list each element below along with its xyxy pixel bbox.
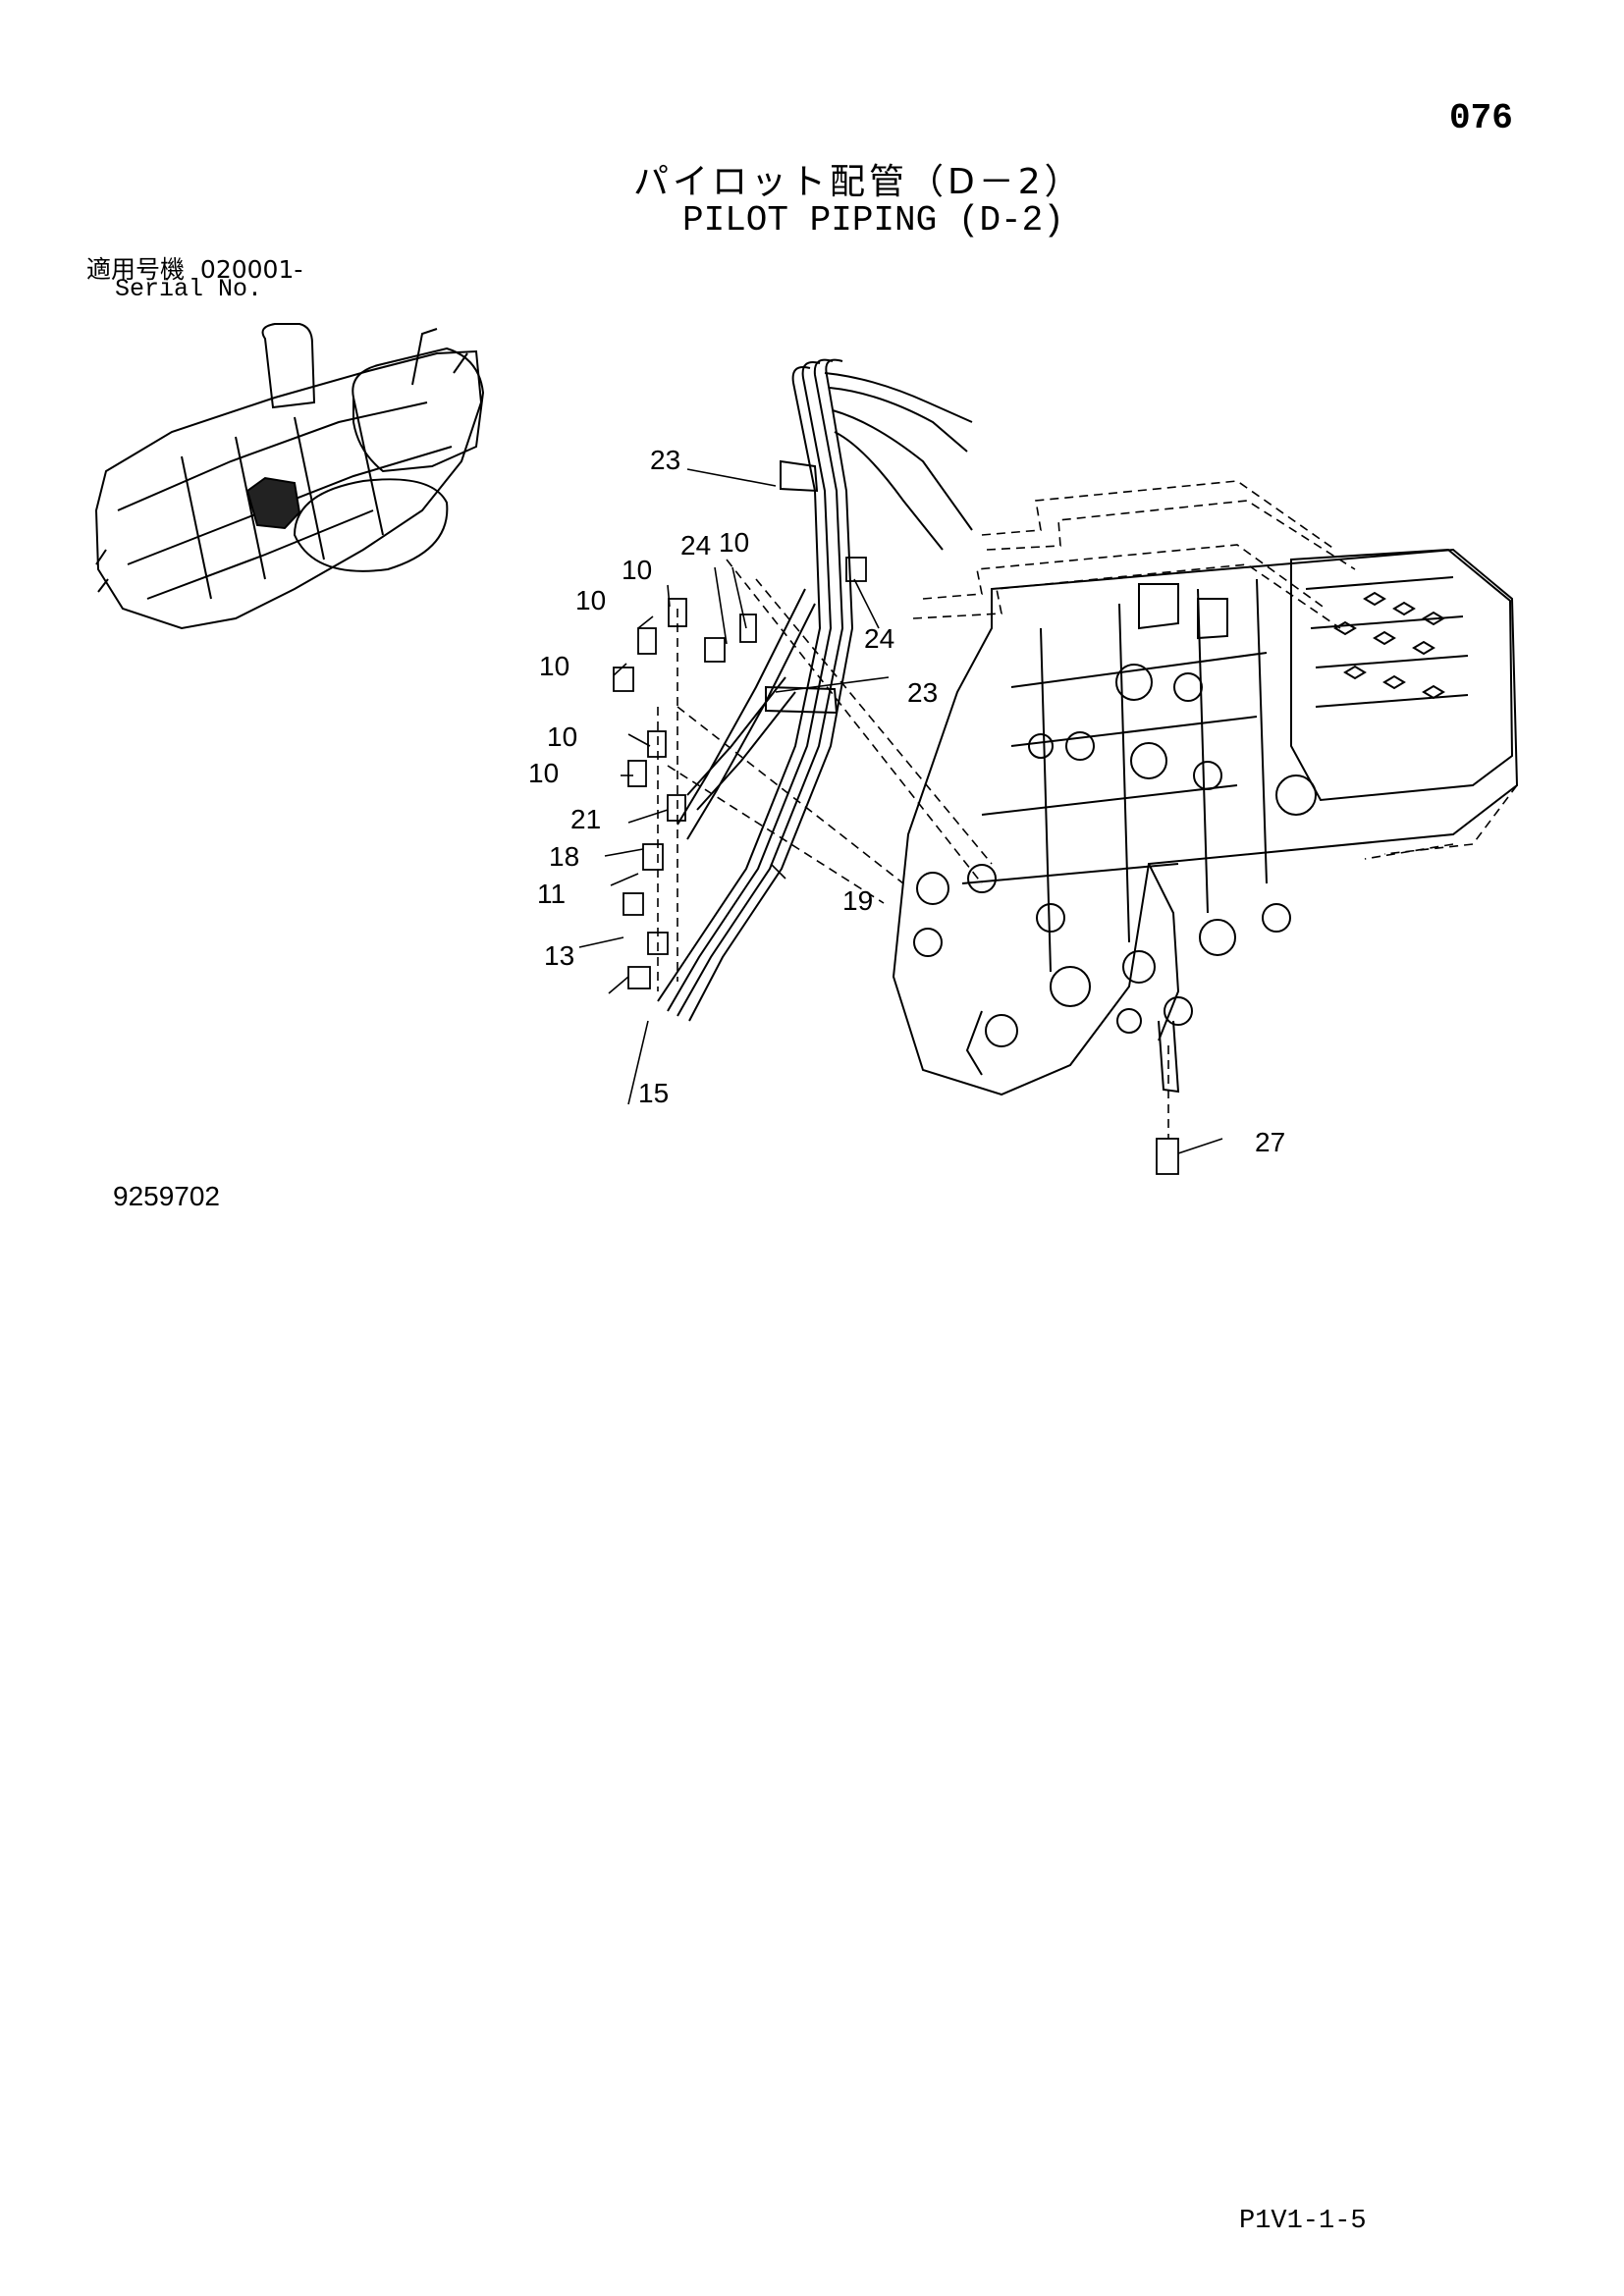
control-valve-assembly	[892, 548, 1519, 1096]
callout-label: 10	[539, 651, 569, 681]
callout-label: 15	[638, 1078, 669, 1108]
callout-label: 19	[842, 885, 873, 916]
page-number: 076	[1449, 98, 1513, 138]
page-title-japanese: パイロット配管（D－2）	[633, 162, 1084, 202]
fittings	[613, 557, 1179, 1175]
callout-label: 10	[528, 758, 559, 788]
callout-label: 24	[680, 530, 711, 561]
callout-label: 10	[575, 585, 606, 615]
callout-numbers: 23 24 10 10 10 24 10 23 10 10 21 18 11 1…	[528, 445, 1285, 1157]
page-reference: P1V1-1-5	[1239, 2207, 1367, 2236]
callout-label: 21	[570, 804, 601, 834]
serial-line: 適用号機 020001-	[86, 250, 302, 286]
callout-label: 18	[549, 841, 579, 872]
dashed-guide-lines	[657, 480, 1518, 1139]
callout-label: 11	[537, 879, 566, 909]
callout-label: 10	[547, 721, 577, 752]
callout-label: 23	[907, 677, 938, 708]
callout-label: 27	[1255, 1127, 1285, 1157]
callout-label: 10	[622, 555, 652, 585]
serial-label-english: Serial No.	[115, 275, 263, 303]
callout-label: 13	[544, 940, 574, 971]
callout-label: 10	[719, 527, 749, 558]
leader-lines	[578, 468, 1223, 1154]
page-title-english: PILOT PIPING (D-2)	[682, 200, 1064, 240]
serial-number: 020001-	[199, 255, 303, 284]
callout-label: 23	[650, 445, 680, 475]
callout-label: 24	[864, 623, 894, 654]
serial-label-japanese: 適用号機	[86, 255, 186, 284]
pilot-hose-bundle	[657, 358, 973, 1022]
drawing-number: 9259702	[113, 1181, 221, 1211]
machine-location-thumbnail	[94, 323, 485, 630]
